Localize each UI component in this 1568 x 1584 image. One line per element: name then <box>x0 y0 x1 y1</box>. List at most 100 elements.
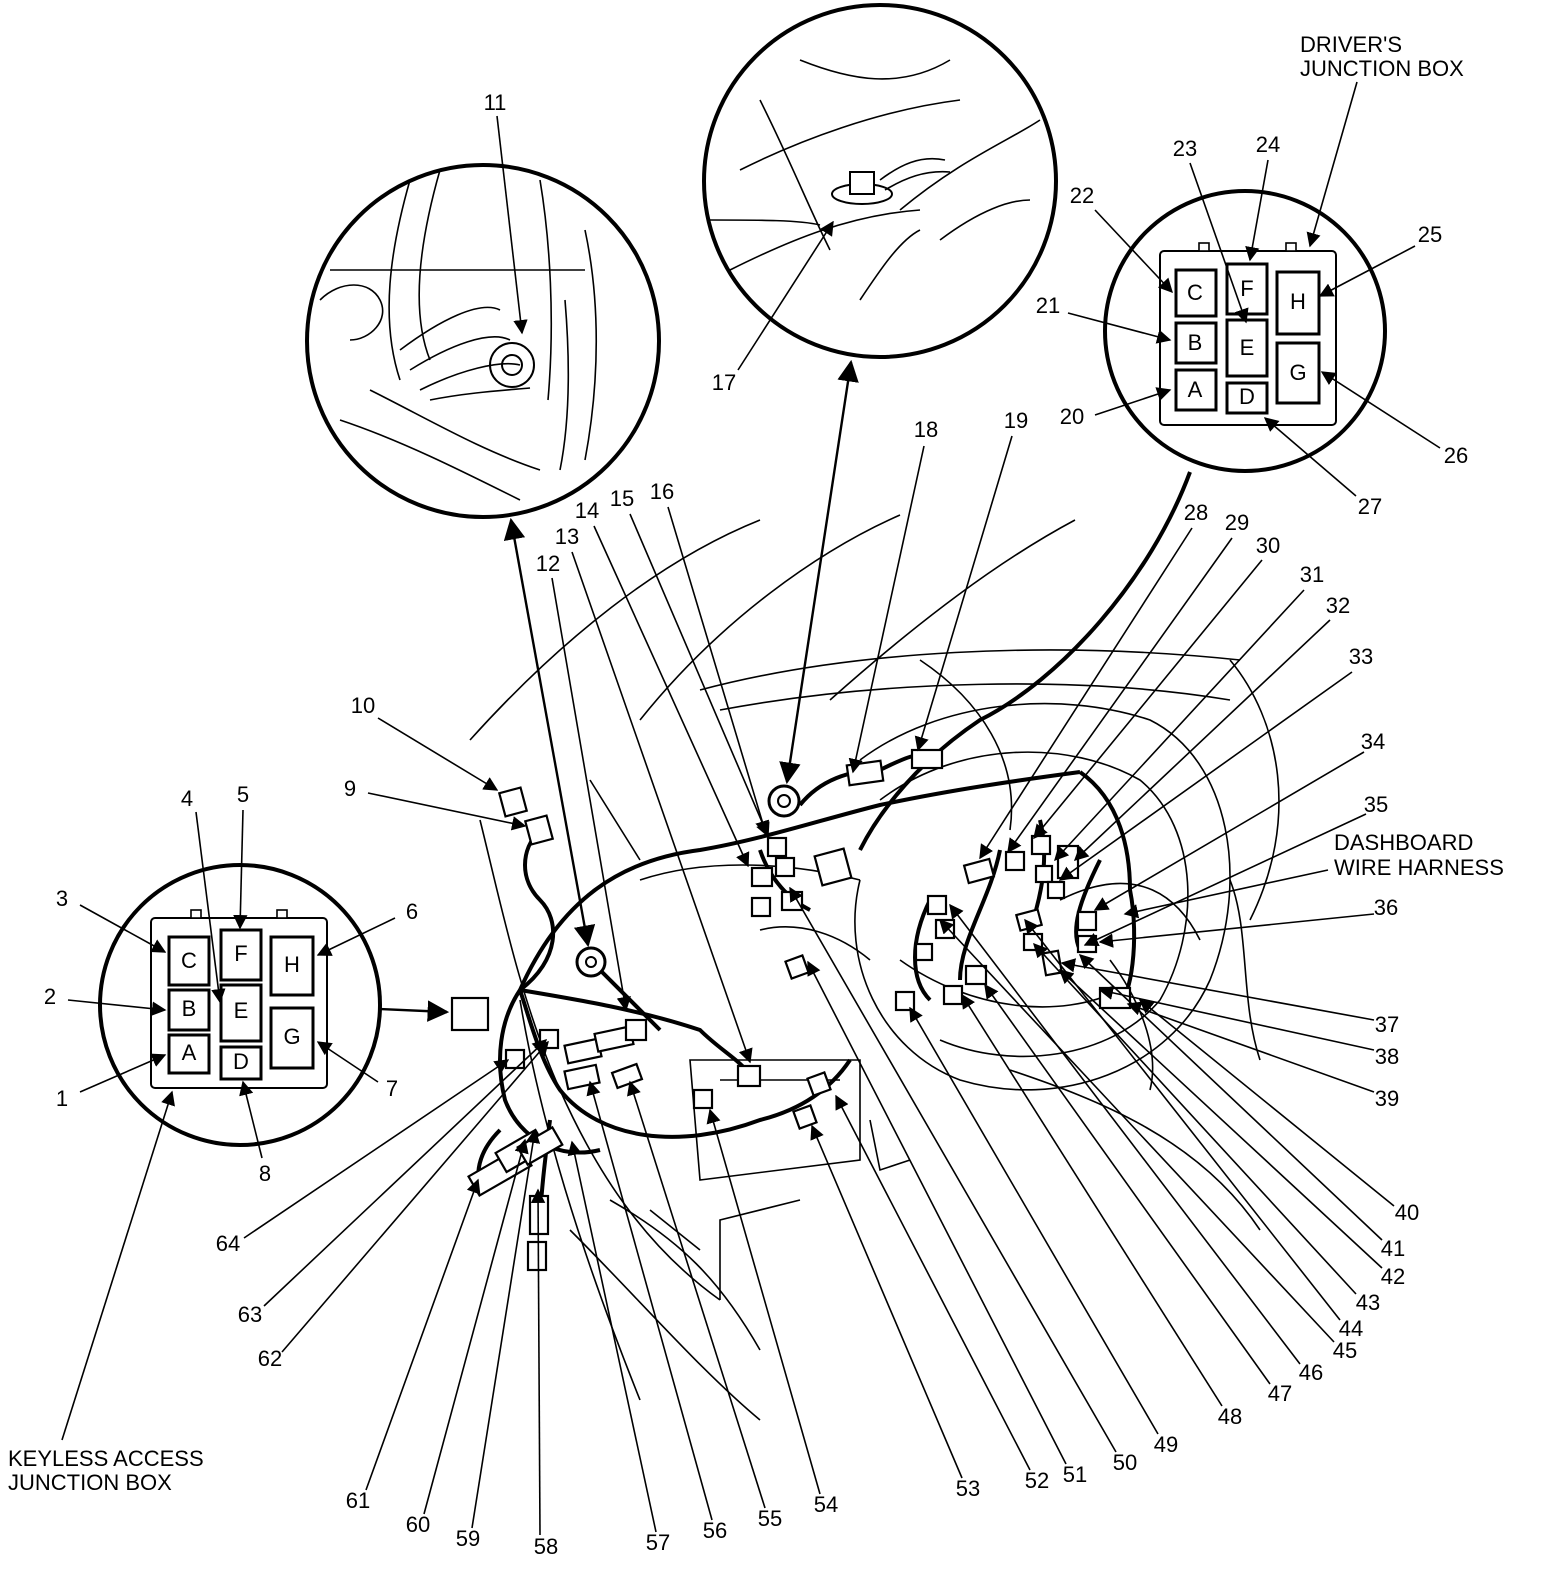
harness-caption-line2: WIRE HARNESS <box>1334 855 1504 880</box>
callout-63: 63 <box>238 1302 262 1327</box>
drivers-fuse-b: B <box>1188 330 1203 355</box>
callout-16: 16 <box>650 479 674 504</box>
callout-10: 10 <box>351 693 375 718</box>
callout-32: 32 <box>1326 593 1350 618</box>
callout-39: 39 <box>1375 1086 1399 1111</box>
callout-57: 57 <box>646 1530 670 1555</box>
callout-42: 42 <box>1381 1264 1405 1289</box>
drivers-fuse-g: G <box>1289 360 1306 385</box>
drivers-fuse-h: H <box>1290 289 1306 314</box>
leader-line-22 <box>1094 209 1173 294</box>
leader-line-15 <box>629 513 770 838</box>
callout-7: 7 <box>386 1076 398 1101</box>
callout-4: 4 <box>181 786 193 811</box>
leader-line-23 <box>1189 162 1249 324</box>
drivers-junction-box-detail: A B C D E F G H <box>1103 189 1387 473</box>
leader-line-52 <box>835 1094 1031 1471</box>
callout-15: 15 <box>610 486 634 511</box>
leader-line-64 <box>243 1059 510 1239</box>
callout-3: 3 <box>56 886 68 911</box>
keyless-fuse-d: D <box>233 1049 249 1074</box>
leader-line-3 <box>79 904 167 953</box>
detail-link-arrows <box>379 359 859 1022</box>
callout-55: 55 <box>758 1506 782 1531</box>
callout-41: 41 <box>1381 1236 1405 1261</box>
callout-34: 34 <box>1361 729 1385 754</box>
callout-46: 46 <box>1299 1360 1323 1385</box>
drivers-fuse-a: A <box>1188 377 1203 402</box>
leader-line-17 <box>737 220 834 371</box>
leader-line-19 <box>914 435 1013 752</box>
callout-14: 14 <box>575 498 599 523</box>
keyless-box-caption-line2: JUNCTION BOX <box>8 1470 172 1495</box>
detail-view-ground-17 <box>702 3 1058 359</box>
callout-26: 26 <box>1444 443 1468 468</box>
callout-6: 6 <box>406 899 418 924</box>
dashboard-wire-harness <box>476 751 1137 1231</box>
leader-line-40 <box>1138 999 1395 1207</box>
leader-line-4 <box>195 811 226 1004</box>
leader-line-37 <box>1060 958 1375 1021</box>
drivers-fuse-e: E <box>1240 335 1255 360</box>
callout-33: 33 <box>1349 644 1373 669</box>
callout-37: 37 <box>1375 1012 1399 1037</box>
caption-leaders <box>61 81 1358 1441</box>
leader-line-35 <box>1083 813 1367 947</box>
callout-30: 30 <box>1256 533 1280 558</box>
leader-line-26 <box>1320 371 1441 449</box>
callout-8: 8 <box>259 1161 271 1186</box>
leader-line-13 <box>571 551 753 1064</box>
leader-line-43 <box>1033 942 1357 1295</box>
callout-11: 11 <box>484 90 507 115</box>
callout-54: 54 <box>814 1492 838 1517</box>
leader-line-62 <box>281 1040 549 1353</box>
leader-line-11 <box>496 115 528 335</box>
leader-line-7 <box>316 1041 379 1083</box>
leader-line-42 <box>1058 969 1383 1269</box>
callout-50: 50 <box>1113 1450 1137 1475</box>
callout-23: 23 <box>1173 136 1197 161</box>
drivers-fuse-f: F <box>1240 276 1253 301</box>
callout-45: 45 <box>1333 1338 1357 1363</box>
leader-line-44 <box>1024 918 1341 1321</box>
callout-1: 1 <box>56 1086 68 1111</box>
callout-21: 21 <box>1036 293 1060 318</box>
leader-line-34 <box>1093 751 1365 911</box>
callout-47: 47 <box>1268 1381 1292 1406</box>
leader-line-25 <box>1318 245 1416 297</box>
callout-48: 48 <box>1218 1404 1242 1429</box>
callout-13: 13 <box>555 524 579 549</box>
leader-line-6 <box>316 917 396 956</box>
callout-25: 25 <box>1418 222 1442 247</box>
keyless-fuse-f: F <box>234 941 247 966</box>
leader-line-9 <box>367 792 527 831</box>
leader-line-36 <box>1098 913 1375 948</box>
leader-line-59 <box>471 1128 541 1529</box>
leader-line-33 <box>1058 671 1353 881</box>
leader-line-50 <box>789 886 1117 1453</box>
keyless-fuse-g: G <box>283 1024 300 1049</box>
detail-view-ground-11 <box>305 163 661 519</box>
drivers-fuse-c: C <box>1187 280 1203 305</box>
leader-line-47 <box>984 983 1271 1385</box>
leader-line-46 <box>949 903 1301 1365</box>
callout-2: 2 <box>44 984 56 1009</box>
callout-17: 17 <box>712 370 736 395</box>
callout-53: 53 <box>956 1476 980 1501</box>
leader-line-30 <box>1033 559 1263 840</box>
leader-line-60 <box>423 1138 529 1515</box>
leader-line-45 <box>939 918 1335 1343</box>
keyless-fuse-a: A <box>182 1040 197 1065</box>
callout-49: 49 <box>1154 1432 1178 1457</box>
callout-44: 44 <box>1339 1316 1363 1341</box>
callout-64: 64 <box>216 1231 240 1256</box>
keyless-fuse-e: E <box>234 998 249 1023</box>
callout-43: 43 <box>1356 1290 1380 1315</box>
leader-line-16 <box>667 506 770 836</box>
callout-60: 60 <box>406 1512 430 1537</box>
callout-28: 28 <box>1184 500 1208 525</box>
callout-31: 31 <box>1300 562 1324 587</box>
leader-line-12 <box>551 577 631 1012</box>
callout-59: 59 <box>456 1526 480 1551</box>
